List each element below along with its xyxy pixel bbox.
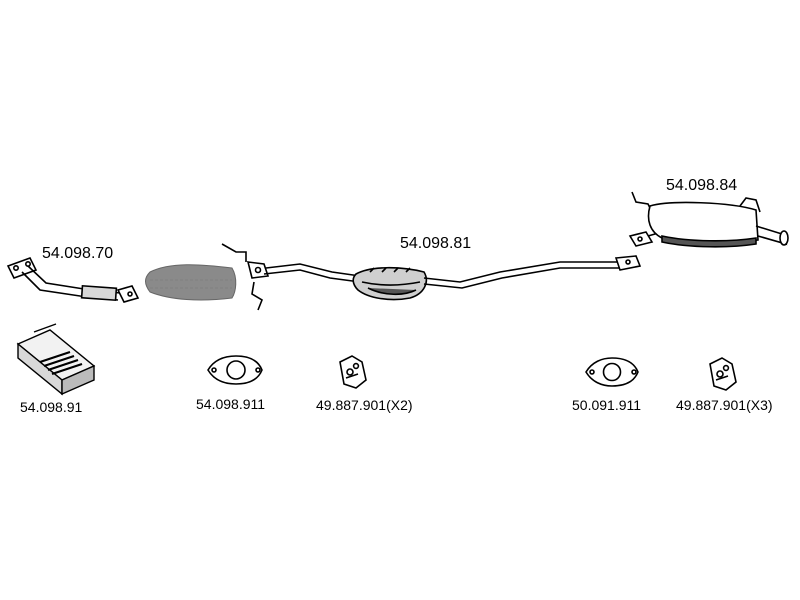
label-gasket-front: 54.098.911	[196, 396, 266, 412]
rubber-hanger-2-drawing	[709, 357, 737, 391]
mounting-kit-drawing	[16, 323, 96, 396]
label-rear-muffler: 54.098.84	[666, 177, 738, 194]
rear-muffler-drawing	[628, 191, 789, 248]
label-rubber-hanger-1: 49.887.901(X2)	[316, 397, 413, 413]
rubber-hanger-1-drawing	[339, 355, 367, 389]
gasket-front-drawing	[207, 355, 263, 385]
label-front-pipe: 54.098.70	[42, 245, 114, 262]
label-gasket-rear: 50.091.911	[572, 397, 642, 413]
label-mounting-kit: 54.098.91	[20, 399, 83, 415]
label-center-pipe: 54.098.81	[400, 235, 472, 252]
gasket-rear-drawing	[585, 357, 639, 387]
catalytic-converter-drawing	[145, 264, 237, 301]
front-pipe-drawing	[6, 257, 140, 303]
label-rubber-hanger-2: 49.887.901(X3)	[676, 397, 773, 413]
center-pipe-drawing	[221, 243, 642, 311]
